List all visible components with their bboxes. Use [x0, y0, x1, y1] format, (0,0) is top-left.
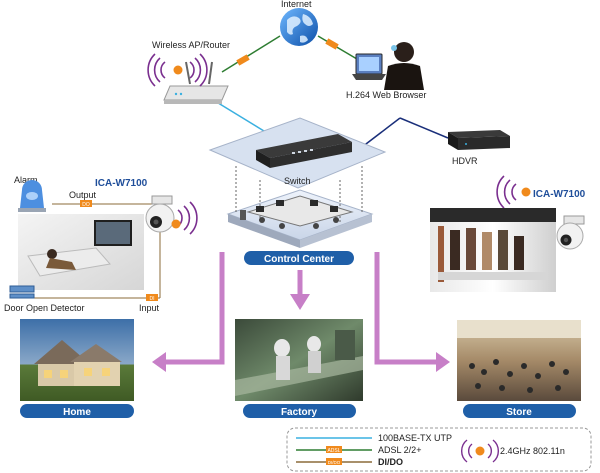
switch-device-icon: [256, 134, 352, 168]
factory-pill: Factory: [243, 404, 356, 418]
legend-utp-text: 100BASE-TX UTP: [378, 433, 452, 443]
home-photo: [20, 319, 134, 401]
web-browser-user-icon: [352, 42, 424, 90]
arrows: [162, 252, 438, 365]
control-center-label: Control Center: [264, 254, 334, 265]
hdvr-device-icon: [448, 130, 510, 150]
adsl-badge-browser: [325, 38, 339, 50]
door-detector-label: Door Open Detector: [4, 303, 85, 313]
store-pill: Store: [463, 404, 576, 418]
camera-home-label: ICA-W7100: [95, 178, 148, 189]
alarm-light-icon: [18, 180, 46, 212]
wifi-signal-icon-home-camera: [171, 201, 198, 235]
output-label: Output: [69, 190, 97, 200]
arrow-head-store: [436, 352, 450, 372]
legend-dido-badge-box: [326, 458, 342, 465]
home-label: Home: [63, 407, 91, 418]
line-hdvr-link: [399, 117, 449, 139]
wifi-signal-icon-store-camera: [496, 175, 531, 209]
store-mall-photo: [457, 320, 581, 401]
legend-dido-badge: DI/DO: [328, 460, 341, 465]
arrow-head-home: [152, 352, 166, 372]
wifi-signal-icon-router: [147, 53, 208, 87]
factory-label: Factory: [281, 407, 318, 418]
camera-home-icon: [145, 195, 175, 233]
hdvr-label: HDVR: [452, 156, 478, 166]
input-label: Input: [139, 303, 160, 313]
internet-globe: [280, 8, 318, 46]
adsl-line-router-internet: [221, 35, 281, 73]
home-pill: Home: [20, 404, 134, 418]
web-browser-label: H.264 Web Browser: [346, 90, 426, 100]
arrow-head-factory: [290, 294, 310, 310]
legend-adsl-badge-box: [326, 446, 342, 453]
legend-wifi-text: 2.4GHz 802.11n: [500, 446, 565, 456]
adsl-badge-router: [236, 54, 250, 66]
legend-adsl-badge: ADSL: [327, 448, 340, 454]
store-label: Store: [506, 407, 532, 418]
di-badge-box: [146, 294, 158, 301]
do-badge-box: [80, 200, 92, 207]
wireless-router-icon: [163, 61, 229, 104]
do-badge: DO: [82, 202, 90, 208]
camera-store-label: ICA-W7100: [533, 189, 586, 200]
arrow-to-home: [162, 252, 225, 365]
legend-dido-text: DI/DO: [378, 457, 403, 467]
boutique-photo: [430, 208, 556, 292]
control-desk-icon: [240, 195, 354, 229]
factory-photo: [235, 319, 363, 401]
internet-label: Internet: [281, 0, 312, 9]
di-badge: DI: [150, 296, 155, 302]
adsl-line-internet-browser: [317, 35, 363, 63]
arrow-heads: [152, 294, 450, 372]
legend: 100BASE-TX UTP ADSL ADSL 2/2+ DI/DO DI/D…: [286, 427, 592, 472]
switch-label: Switch: [284, 176, 311, 186]
door-detector-icon: [9, 285, 35, 299]
legend-wifi-icon: [461, 439, 499, 463]
arrow-to-store: [374, 252, 438, 365]
alarm-label: Alarm: [14, 175, 38, 185]
living-room-photo: [18, 214, 144, 290]
wireless-ap-label: Wireless AP/Router: [152, 40, 230, 50]
camera-store-icon: [556, 215, 585, 250]
control-center-pill: Control Center: [244, 251, 354, 265]
legend-adsl-text: ADSL 2/2+: [378, 445, 421, 455]
